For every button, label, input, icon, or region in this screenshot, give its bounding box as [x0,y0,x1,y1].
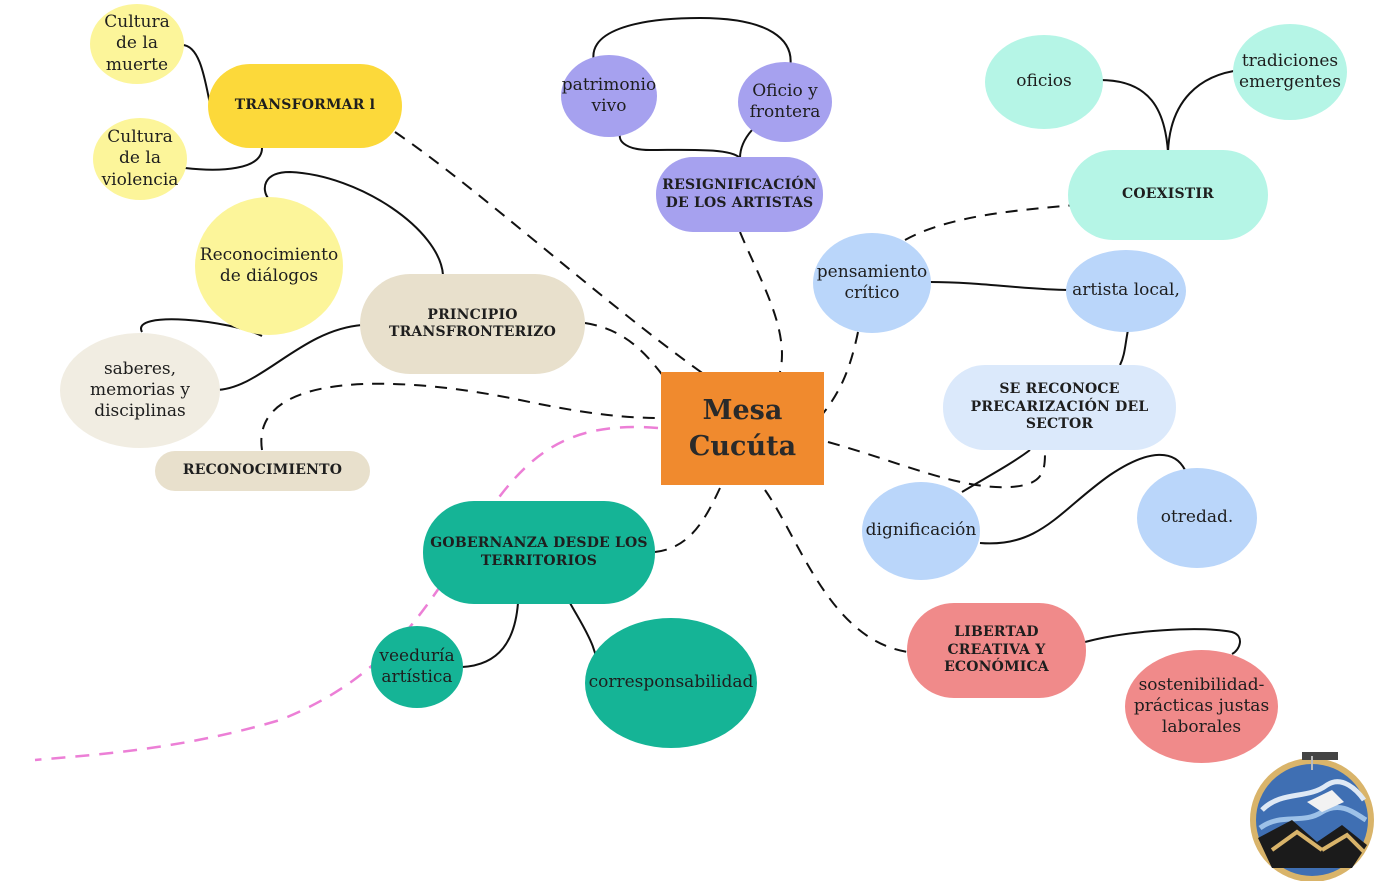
connector-center-libertad [764,489,909,653]
node-dignificacion: dignificación [862,482,980,580]
connector-center-principio [584,322,666,379]
center-node-mesa-cucuta: Mesa Cucúta [661,372,824,485]
connector-coexistir-tradiciones [1167,69,1241,153]
node-artista-local: artista local, [1066,250,1186,332]
connector-coexistir-oficios [1099,79,1169,153]
node-oficio-frontera: Oficio y frontera [738,62,832,142]
connector-resignificacion-oficio [739,129,753,159]
connector-center-gobernanza [654,487,721,553]
node-tradiciones-emergentes: tradiciones emergentes [1233,24,1347,120]
connector-pensamiento-artista [929,281,1069,291]
connector-precarizacion-dignificacion [961,449,1031,493]
node-cultura-muerte: Cultura de la muerte [90,4,184,84]
connector-principio-saberes [214,324,363,391]
node-otredad: otredad. [1137,468,1257,568]
node-veeduria-artistica: veeduría artística [371,626,463,708]
connector-principio-reconocimiento-dialogos [263,170,444,276]
node-resignificacion: RESIGNIFICACIÓN DE LOS ARTISTAS [656,157,823,232]
connector-transformar-cultura-muerte [181,44,211,105]
embroidery-hoop-logo [1250,752,1374,881]
connector-dignificacion-otredad [979,453,1186,545]
node-oficios: oficios [985,35,1103,129]
node-reconocimiento: RECONOCIMIENTO [155,451,370,491]
node-corresponsabilidad: corresponsabilidad [585,618,757,748]
node-sostenibilidad: sostenibilidad- prácticas justas laboral… [1125,650,1278,763]
node-principio-transfronterizo: PRINCIPIO TRANSFRONTERIZO [360,274,585,374]
node-coexistir: COEXISTIR [1068,150,1268,240]
connector-gobernanza-veeduria [461,602,519,668]
connector-center-transformar [394,131,706,376]
node-transformar: TRANSFORMAR l [208,64,402,148]
connector-pensamiento-coexistir [904,204,1076,241]
node-patrimonio-vivo: patrimonio vivo [561,55,657,137]
node-gobernanza: GOBERNANZA DESDE LOS TERRITORIOS [423,501,655,604]
connector-transformar-cultura-violencia [184,147,263,171]
node-cultura-violencia: Cultura de la violencia [93,118,187,200]
node-libertad: LIBERTAD CREATIVA Y ECONÓMICA [907,603,1086,698]
node-precarizacion: SE RECONOCE PRECARIZACIÓN DEL SECTOR [943,365,1176,450]
connector-center-precarizacion [827,441,1046,489]
connector-artista-precarizacion [1119,329,1129,366]
connector-center-reconocimiento [260,382,661,451]
connector-patrimonio-oficio [592,16,792,69]
node-reconocimiento-dialogos: Reconocimiento de diálogos [195,197,343,335]
connector-resignificacion-patrimonio [618,129,741,159]
node-pensamiento-critico: pensamiento crítico [813,233,931,333]
connector-center-resignificacion [739,231,783,373]
connector-libertad-sostenibilidad [1084,628,1241,655]
node-saberes: saberes, memorias y disciplinas [60,333,220,448]
